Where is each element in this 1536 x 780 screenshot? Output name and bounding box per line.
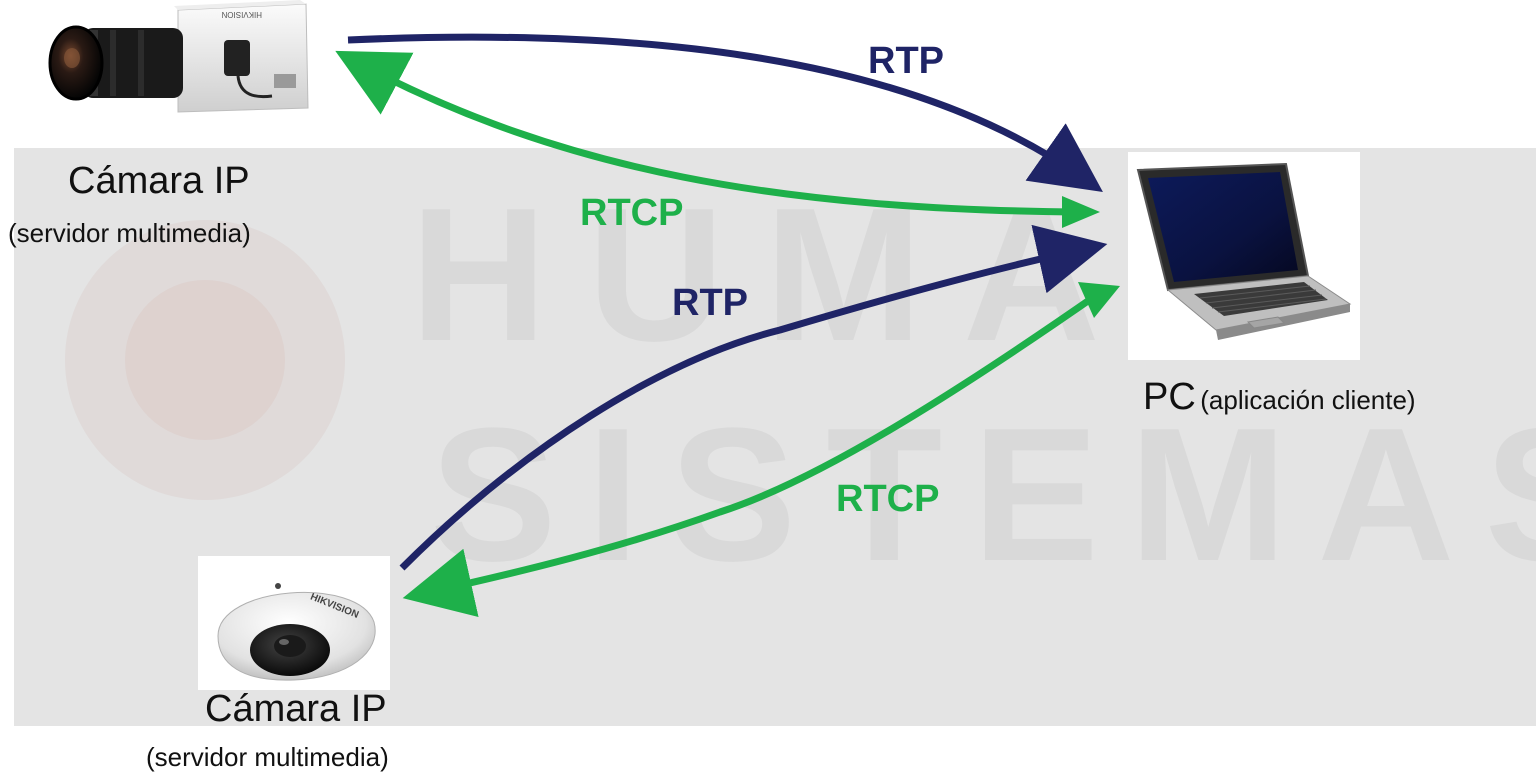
top-rtp-arrow xyxy=(347,33,1103,193)
watermark-logo-icon xyxy=(65,220,345,500)
pc-subtitle: (aplicación cliente) xyxy=(1200,385,1416,415)
laptop-icon xyxy=(1136,162,1352,340)
dome-camera-icon: HIKVISION xyxy=(217,583,376,681)
top-rtp-label: RTP xyxy=(868,40,944,82)
camera-bottom-subtitle: (servidor multimedia) xyxy=(146,742,389,772)
camera-bottom-device[interactable]: HIKVISION xyxy=(198,556,390,690)
bottom-rtcp-arrow xyxy=(402,291,1100,618)
camera-top-subtitle: (servidor multimedia) xyxy=(8,218,251,248)
watermark-line2: SISTEMAS xyxy=(430,389,1536,601)
camera-top-brand: HIKVISION xyxy=(221,10,262,19)
bottom-rtcp-label: RTCP xyxy=(836,478,940,520)
pc-title: PC xyxy=(1143,376,1196,418)
pc-device[interactable] xyxy=(1128,152,1360,360)
camera-top-title: Cámara IP xyxy=(68,160,250,202)
box-camera-icon: HIKVISION xyxy=(48,0,309,113)
camera-top-device[interactable]: HIKVISION xyxy=(28,0,320,135)
top-rtcp-arrowhead-pc xyxy=(1062,196,1100,228)
bottom-rtcp-arrowhead-pc xyxy=(1078,282,1120,318)
pc-label: PC (aplicación cliente) xyxy=(1143,376,1416,419)
bottom-rtp-arrow xyxy=(399,224,1108,571)
watermark-line1: HUMAX xyxy=(410,169,1307,381)
top-rtcp-arrow xyxy=(335,50,1083,216)
camera-bottom-title: Cámara IP xyxy=(205,688,387,730)
bottom-rtp-label: RTP xyxy=(672,282,748,324)
top-rtcp-label: RTCP xyxy=(580,192,684,234)
